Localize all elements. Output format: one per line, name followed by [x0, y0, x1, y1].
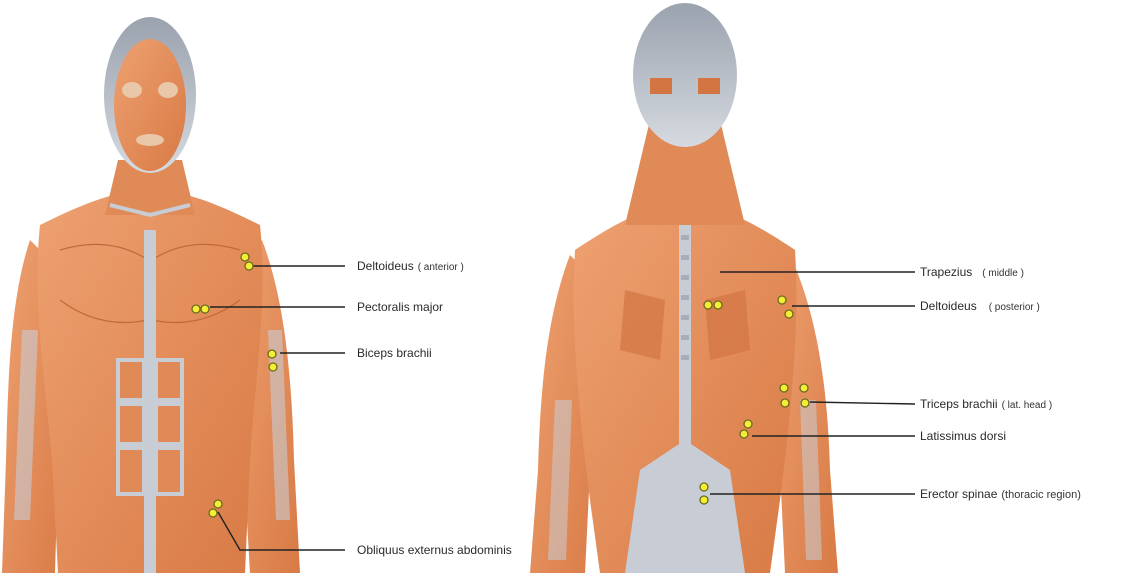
- electrode: [241, 253, 249, 261]
- label-name: Biceps brachii: [357, 346, 432, 360]
- label-name: Trapezius: [920, 265, 972, 279]
- label-erector-spinae: Erector spinae (thoracic region): [920, 487, 1081, 502]
- back-head: [633, 3, 737, 147]
- label-name: Triceps brachii: [920, 397, 998, 411]
- electrode: [800, 384, 808, 392]
- label-name: Pectoralis major: [357, 300, 443, 314]
- label-name: Deltoideus: [357, 259, 414, 273]
- electrode: [780, 384, 788, 392]
- label-qualifier: (thoracic region): [1001, 489, 1080, 501]
- electrode: [740, 430, 748, 438]
- label-deltoideus-anterior: Deltoideus ( anterior ): [357, 259, 464, 275]
- label-pectoralis-major: Pectoralis major: [357, 300, 443, 314]
- electrode: [201, 305, 209, 313]
- electrode: [209, 509, 217, 517]
- front-figure: [2, 17, 300, 573]
- electrode: [781, 399, 789, 407]
- back-figure: [530, 3, 838, 573]
- electrode: [245, 262, 253, 270]
- electrode: [268, 350, 276, 358]
- electrode: [785, 310, 793, 318]
- label-name: Obliquus externus abdominis: [357, 543, 512, 557]
- electrode: [744, 420, 752, 428]
- label-name: Erector spinae: [920, 487, 997, 501]
- label-qualifier: ( lat. head ): [1002, 400, 1053, 411]
- electrode: [269, 363, 277, 371]
- label-latissimus-dorsi: Latissimus dorsi: [920, 429, 1006, 443]
- label-qualifier: ( posterior ): [989, 302, 1040, 313]
- label-biceps-brachii: Biceps brachii: [357, 346, 432, 360]
- label-triceps-brachii: Triceps brachii ( lat. head ): [920, 397, 1052, 413]
- electrode: [700, 496, 708, 504]
- label-name: Latissimus dorsi: [920, 429, 1006, 443]
- electrode: [214, 500, 222, 508]
- electrode: [714, 301, 722, 309]
- label-obliquus-externus: Obliquus externus abdominis: [357, 543, 512, 557]
- electrode: [801, 399, 809, 407]
- label-qualifier: ( anterior ): [418, 262, 464, 273]
- electrode: [700, 483, 708, 491]
- label-name: Deltoideus: [920, 299, 977, 313]
- label-deltoideus-posterior: Deltoideus ( posterior ): [920, 299, 1040, 315]
- electrode: [192, 305, 200, 313]
- electrode: [778, 296, 786, 304]
- label-trapezius-middle: Trapezius ( middle ): [920, 265, 1024, 281]
- label-qualifier: ( middle ): [982, 268, 1024, 279]
- electrode: [704, 301, 712, 309]
